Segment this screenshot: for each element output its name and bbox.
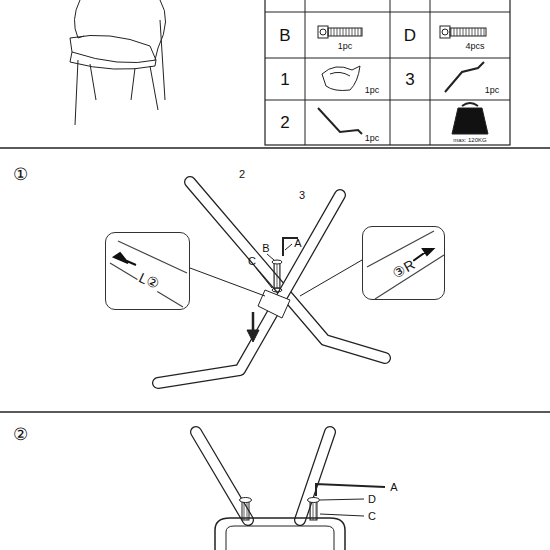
callout-number: 2 — [239, 169, 245, 180]
callout-letter: C — [368, 511, 376, 522]
part-number: 3 — [405, 71, 414, 88]
quantity: 1pc — [365, 86, 380, 95]
part-letter: B — [279, 27, 290, 44]
direction-mark: L② — [136, 270, 163, 292]
callout-letter: B — [262, 243, 269, 254]
callout-letter: A — [390, 482, 397, 493]
detail-callout: L② — [105, 232, 190, 310]
callout-number: 3 — [299, 190, 305, 201]
callout-letter: A — [294, 238, 301, 249]
quantity: 1pc — [365, 134, 380, 143]
quantity: 1pc — [338, 42, 353, 51]
max-load: max: 120KG — [453, 137, 486, 143]
part-number: 1 — [280, 71, 289, 88]
part-letter: D — [404, 27, 416, 44]
quantity: 4pcs — [465, 42, 484, 51]
step-number: ② — [13, 426, 28, 443]
detail-callout: ③R — [362, 226, 445, 300]
callout-letter: C — [248, 256, 256, 267]
callout-letter: D — [368, 494, 376, 505]
part-number: 2 — [280, 114, 289, 131]
quantity: 1pc — [485, 86, 500, 95]
step-number: ① — [13, 166, 28, 183]
